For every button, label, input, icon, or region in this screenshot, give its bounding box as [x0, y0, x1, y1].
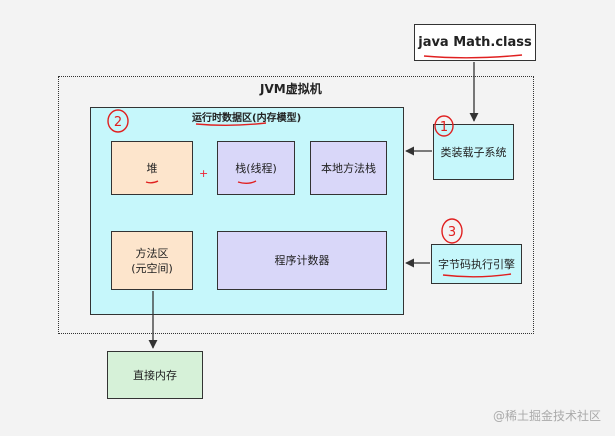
program-counter-box: 程序计数器 [217, 231, 387, 290]
jvm-title: JVM虚拟机 [260, 82, 322, 96]
underline-java-command [423, 54, 523, 59]
watermark: @稀土掘金技术社区 [492, 409, 601, 423]
plus-sign: + [199, 167, 209, 180]
underline-runtime-title [195, 122, 267, 126]
program-counter-label: 程序计数器 [274, 254, 330, 267]
heap-box: 堆 [111, 141, 193, 195]
native-method-stack-box: 本地方法栈 [310, 141, 387, 195]
mark-runtime-number: 2 [114, 115, 122, 130]
java-command-box: java Math.class [414, 24, 536, 61]
java-command-label: java Math.class [418, 35, 532, 50]
method-area-label: 方法区 [135, 246, 169, 260]
stack-label: 栈(线程) [235, 161, 277, 175]
stack-box: 栈(线程) [217, 141, 295, 195]
jvm-frame [58, 76, 534, 334]
circle-mark-engine [441, 218, 463, 244]
circle-mark-runtime [107, 109, 129, 133]
circle-mark-loader [434, 115, 454, 137]
runtime-area-title: 运行时数据区(内存模型) [192, 113, 302, 124]
direct-memory-box: 直接内存 [107, 351, 203, 399]
class-loader-box: 类装载子系统 [433, 124, 514, 180]
method-area-sublabel: (元空间) [131, 261, 173, 275]
mark-engine-number: 3 [448, 225, 456, 240]
underline-engine [442, 273, 512, 278]
class-loader-label: 类装载子系统 [440, 145, 507, 159]
underline-stack [237, 180, 257, 184]
method-area-box: 方法区 (元空间) [111, 231, 193, 290]
direct-memory-label: 直接内存 [133, 368, 177, 382]
execution-engine-label: 字节码执行引擎 [438, 257, 515, 271]
native-stack-label: 本地方法栈 [321, 161, 376, 175]
mark-loader-number: 1 [440, 120, 448, 135]
underline-heap [145, 180, 159, 184]
heap-label: 堆 [146, 161, 158, 175]
